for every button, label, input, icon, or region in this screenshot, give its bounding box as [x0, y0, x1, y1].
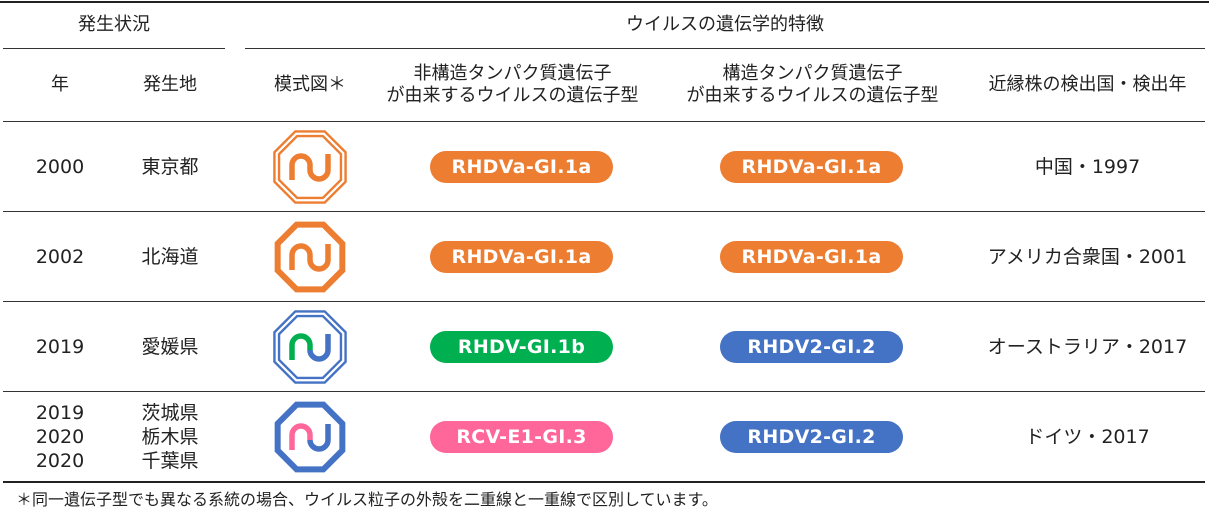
nonstructural-gene-strand — [289, 333, 313, 360]
row-4-place: 栃木県 — [141, 425, 199, 448]
virus-particle-single-shell-icon — [274, 401, 346, 473]
column-header-year: 年 — [51, 74, 69, 95]
row-2-nonstructural-genotype-badge: RHDVa-GI.1a — [430, 241, 613, 273]
row-1-related-strain: 中国・1997 — [1034, 155, 1141, 178]
virus-particle-single-shell-icon — [274, 221, 346, 293]
footnote: ＊同一遺伝子型でも異なる系統の場合、ウイルス粒子の外殻を二重線と一重線で区別して… — [16, 490, 718, 509]
row-4-nonstructural-genotype-badge: RCV-E1-GI.3 — [430, 421, 613, 453]
virus-shell — [274, 221, 346, 293]
row-4-related-strain: ドイツ・2017 — [1025, 425, 1150, 448]
virus-particle-double-shell-icon — [273, 310, 347, 384]
row-3-structural-genotype-badge: RHDV2-GI.2 — [720, 331, 903, 363]
structural-gene-strand — [307, 154, 331, 182]
table-top-rule — [0, 1, 1209, 3]
row-4-place: 茨城県 — [141, 401, 199, 424]
column-header-diagram: 模式図＊ — [274, 74, 346, 95]
column-header-structural-line2: が由来するウイルスの遺伝子型 — [686, 85, 939, 106]
row-1-nonstructural-genotype-badge: RHDVa-GI.1a — [430, 151, 613, 183]
table-bottom-rule — [3, 481, 1205, 483]
virus-particle-double-shell-icon — [273, 130, 347, 204]
row-separator — [3, 211, 1205, 212]
group-right-rule — [245, 48, 1205, 49]
row-2-related-strain: アメリカ合衆国・2001 — [987, 245, 1188, 268]
structural-gene-strand — [307, 424, 331, 452]
row-3-nonstructural-genotype-badge: RHDV-GI.1b — [430, 331, 613, 363]
row-4-year: 2019 — [35, 401, 85, 424]
virus-inner-shell — [277, 314, 343, 380]
row-1-structural-genotype-badge: RHDVa-GI.1a — [720, 151, 903, 183]
row-2-year: 2002 — [35, 245, 85, 268]
row-1-year: 2000 — [35, 155, 85, 178]
group-header-genetics: ウイルスの遺伝学的特徴 — [626, 14, 824, 35]
structural-gene-strand — [307, 334, 331, 362]
column-header-nonstructural-line1: 非構造タンパク質遺伝子 — [413, 63, 612, 84]
column-header-nonstructural-line2: が由来するウイルスの遺伝子型 — [386, 85, 639, 106]
row-separator — [3, 301, 1205, 302]
column-header-related-strain: 近縁株の検出国・検出年 — [988, 74, 1187, 95]
group-header-outbreak: 発生状況 — [78, 14, 150, 35]
row-separator — [3, 391, 1205, 392]
column-header-structural-line1: 構造タンパク質遺伝子 — [722, 63, 903, 84]
row-2-place: 北海道 — [141, 245, 199, 268]
column-header-nonstructural: 非構造タンパク質遺伝子 が由来するウイルスの遺伝子型 — [380, 60, 645, 110]
row-3-year: 2019 — [35, 335, 85, 358]
virus-outer-shell — [273, 130, 347, 204]
row-4-place: 千葉県 — [141, 449, 199, 472]
row-4-structural-genotype-badge: RHDV2-GI.2 — [720, 421, 903, 453]
virus-inner-shell — [277, 134, 343, 200]
nonstructural-gene-strand — [289, 153, 313, 180]
row-4-years: 2019 2020 2020 — [20, 392, 100, 481]
row-2-structural-genotype-badge: RHDVa-GI.1a — [720, 241, 903, 273]
row-4-places: 茨城県 栃木県 千葉県 — [110, 392, 230, 481]
row-3-place: 愛媛県 — [141, 335, 199, 358]
row-3-related-strain: オーストラリア・2017 — [987, 335, 1188, 358]
row-4-year: 2020 — [35, 449, 85, 472]
column-header-place: 発生地 — [143, 74, 197, 95]
nonstructural-gene-strand — [289, 423, 313, 450]
virus-shell — [274, 401, 346, 473]
virus-outer-shell — [273, 310, 347, 384]
header-bottom-rule — [3, 121, 1205, 122]
column-header-structural: 構造タンパク質遺伝子 が由来するウイルスの遺伝子型 — [675, 60, 950, 110]
nonstructural-gene-strand — [289, 243, 313, 270]
row-1-place: 東京都 — [141, 155, 199, 178]
structural-gene-strand — [307, 244, 331, 272]
group-left-rule — [3, 48, 225, 49]
row-4-year: 2020 — [35, 425, 85, 448]
